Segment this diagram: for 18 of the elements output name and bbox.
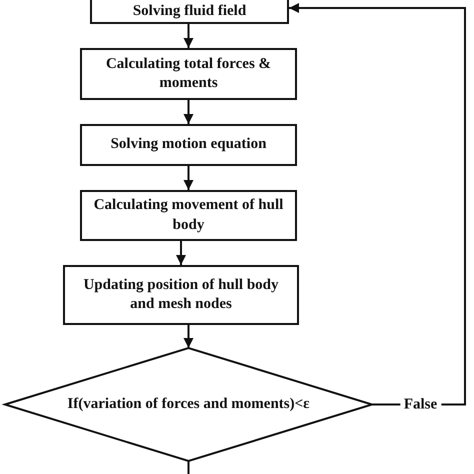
process-box — [80, 124, 297, 166]
connector-line — [188, 461, 190, 474]
arrow — [176, 241, 186, 265]
arrow — [184, 100, 194, 124]
process-box — [80, 190, 297, 241]
step-text: Solving motion equation — [110, 135, 266, 154]
step-text: Solving fluid field — [132, 2, 246, 22]
process-box — [80, 48, 297, 100]
step-text: Calculating movement of hull body — [92, 196, 284, 234]
step-text: Updating position of hull body and mesh nodes — [82, 276, 280, 314]
step-text: Calculating total forces & moments — [104, 54, 272, 93]
process-box — [63, 265, 299, 325]
arrow — [184, 24, 194, 48]
condition-text: If(variation of forces and moments)<ε — [67, 394, 310, 414]
arrow — [184, 325, 194, 348]
arrow — [289, 3, 466, 406]
process-box — [90, 0, 289, 24]
arrow — [184, 166, 194, 190]
